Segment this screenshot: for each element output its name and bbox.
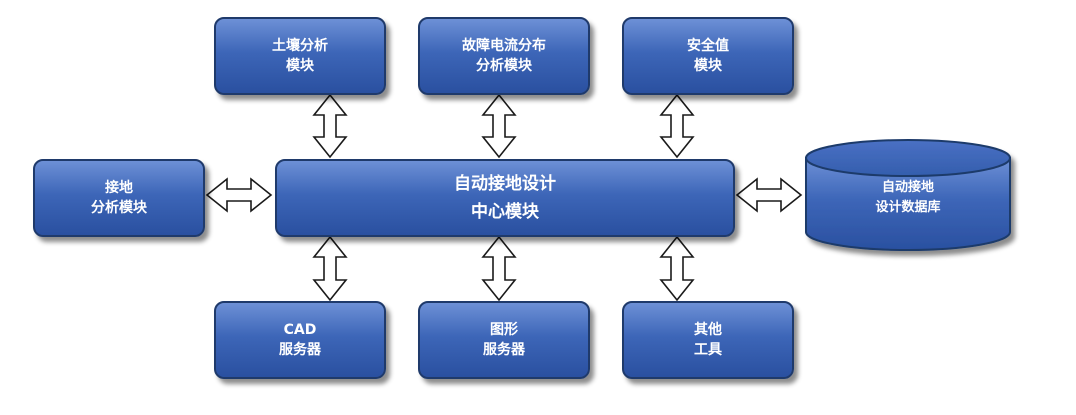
database-label-line1: 自动接地: [881, 180, 934, 195]
center-module-label-line1: 自动接地设计: [454, 174, 556, 194]
center-module-label-line2: 中心模块: [471, 202, 539, 222]
center-module: 自动接地设计 中心模块: [275, 159, 735, 237]
fault-current-module: 故障电流分布 分析模块: [418, 17, 590, 95]
fault-current-label-line2: 分析模块: [476, 58, 532, 74]
safety-value-label-line2: 模块: [694, 58, 722, 74]
soil-analysis-label-line1: 土壤分析: [272, 38, 328, 54]
double-arrow-center-cad: [312, 235, 348, 302]
fault-current-label-line1: 故障电流分布: [462, 38, 546, 54]
graphics-server-label-line1: 图形: [490, 322, 518, 338]
double-arrow-soil-center: [312, 93, 348, 159]
graphics-server-label-line2: 服务器: [483, 342, 525, 358]
double-arrow-center-other: [659, 235, 695, 302]
other-tools-module: 其他 工具: [622, 301, 794, 379]
cad-server-label-line2: 服务器: [279, 342, 321, 358]
graphics-server-module: 图形 服务器: [418, 301, 590, 379]
grounding-analysis-label-line1: 接地: [105, 180, 133, 196]
grounding-analysis-module: 接地 分析模块: [33, 159, 205, 237]
cad-server-label-line1: CAD: [283, 322, 317, 338]
double-arrow-safety-center: [659, 93, 695, 159]
database-label-line2: 设计数据库: [875, 200, 941, 215]
database-label: 自动接地 设计数据库: [806, 178, 1010, 218]
double-arrow-center-graphics: [481, 235, 517, 302]
grounding-analysis-label-line2: 分析模块: [91, 200, 147, 216]
other-tools-label-line1: 其他: [694, 322, 722, 338]
cad-server-module: CAD 服务器: [214, 301, 386, 379]
soil-analysis-label-line2: 模块: [286, 58, 314, 74]
double-arrow-grounding-center: [205, 177, 273, 213]
safety-value-label-line1: 安全值: [687, 38, 729, 54]
other-tools-label-line2: 工具: [694, 342, 722, 358]
double-arrow-center-database: [735, 177, 803, 213]
soil-analysis-module: 土壤分析 模块: [214, 17, 386, 95]
database-cylinder: [805, 139, 1011, 251]
safety-value-module: 安全值 模块: [622, 17, 794, 95]
double-arrow-fault-center: [481, 93, 517, 159]
